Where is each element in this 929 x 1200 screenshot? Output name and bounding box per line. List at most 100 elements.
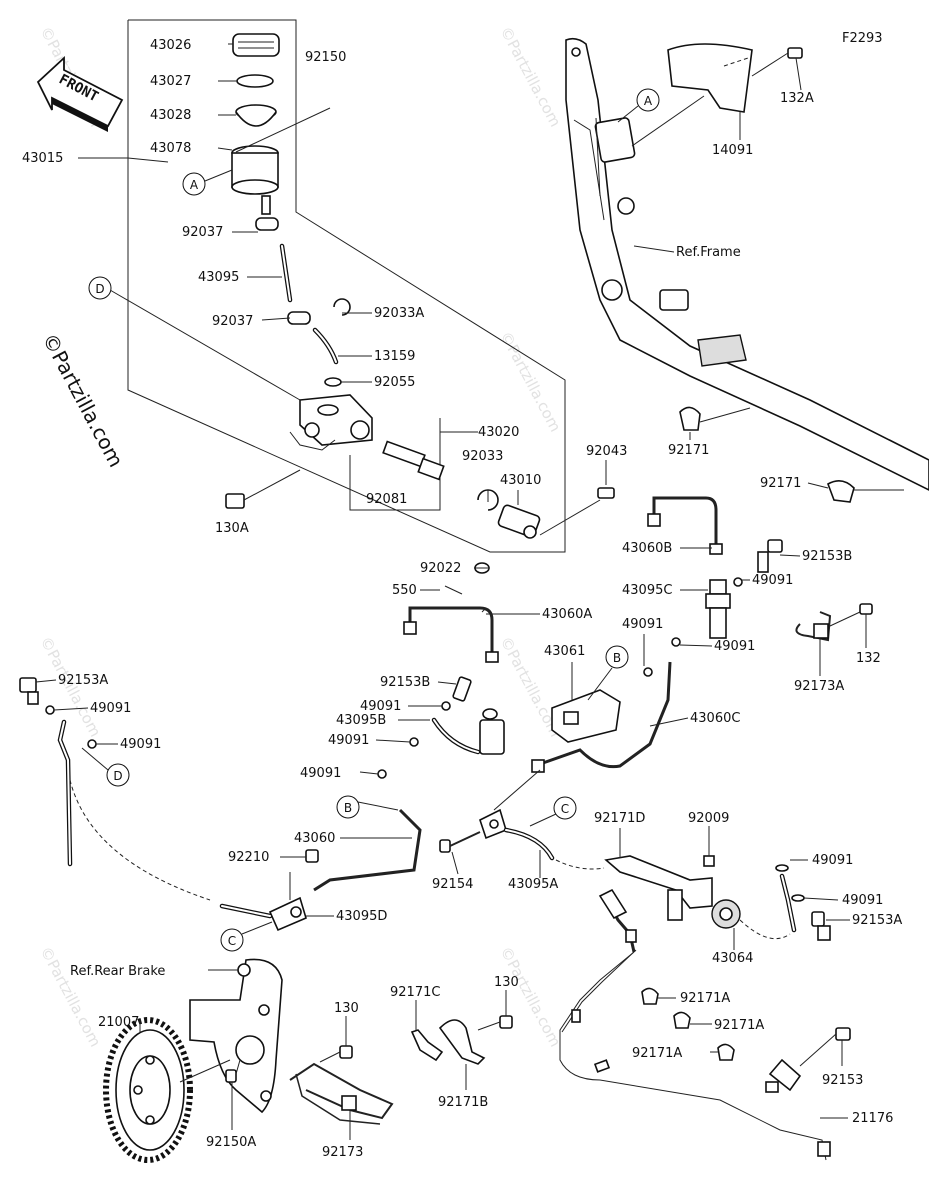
label-43020: 43020 bbox=[478, 425, 519, 440]
label-550: 550 bbox=[392, 583, 417, 598]
label-43061: 43061 bbox=[544, 644, 585, 659]
watermark: ©Partzilla.com bbox=[496, 328, 564, 434]
label-43060B: 43060B bbox=[622, 541, 672, 556]
washer-49091-r3 bbox=[643, 667, 653, 677]
label-ref-frame: Ref.Frame bbox=[676, 245, 741, 260]
label-132: 132 bbox=[856, 651, 881, 666]
guard-14091 bbox=[667, 43, 753, 113]
hose-right-sensor bbox=[775, 864, 831, 941]
oring-92055 bbox=[324, 377, 342, 387]
label-92171A-3: 92171A bbox=[632, 1046, 682, 1061]
label-43027: 43027 bbox=[150, 74, 191, 89]
hose-43095A bbox=[503, 827, 555, 861]
label-92171A-2: 92171A bbox=[714, 1018, 764, 1033]
label-ref-rear-brake: Ref.Rear Brake bbox=[70, 964, 165, 979]
label-92037-lower: 92037 bbox=[212, 314, 253, 329]
label-43095A: 43095A bbox=[508, 877, 558, 892]
label-43015: 43015 bbox=[22, 151, 63, 166]
watermark-group: ©Partzilla.com ©Partzilla.com ©Partzilla… bbox=[36, 23, 564, 1049]
pipe-43060A bbox=[408, 606, 494, 656]
connector-13159 bbox=[312, 327, 339, 365]
fitting-43095C bbox=[705, 579, 731, 639]
assembly-43015-outline bbox=[127, 19, 566, 553]
label-43010: 43010 bbox=[500, 473, 541, 488]
label-92033: 92033 bbox=[462, 449, 503, 464]
svg-text:C: C bbox=[561, 802, 569, 816]
bolt-92210 bbox=[280, 849, 319, 863]
bolt-132A bbox=[751, 47, 803, 77]
bolt-132 bbox=[829, 603, 873, 648]
label-43095D: 43095D bbox=[336, 909, 387, 924]
clamp-92171-b bbox=[827, 480, 904, 503]
watermark: ©Partzilla.com bbox=[496, 943, 564, 1049]
label-92210: 92210 bbox=[228, 850, 269, 865]
master-cylinder-body bbox=[289, 394, 373, 451]
partzilla-side-mark: ©Partzilla.com bbox=[38, 329, 129, 471]
label-43078: 43078 bbox=[150, 141, 191, 156]
bracket-43061 bbox=[551, 689, 621, 743]
label-130-left: 130 bbox=[334, 1001, 359, 1016]
label-13159: 13159 bbox=[374, 349, 415, 364]
clamp-92171-a bbox=[679, 406, 751, 431]
bolt-92153A-left bbox=[19, 677, 39, 705]
label-130-right: 130 bbox=[494, 975, 519, 990]
diaphragm-43028 bbox=[235, 104, 277, 127]
ref-circle-c-mid: C bbox=[529, 796, 577, 827]
washer-49091-b bbox=[409, 737, 419, 747]
clevis-43010 bbox=[497, 504, 541, 539]
label-21176: 21176 bbox=[852, 1111, 893, 1126]
label-92171-a: 92171 bbox=[668, 443, 709, 458]
label-43064: 43064 bbox=[712, 951, 753, 966]
clamp-92173 bbox=[289, 1062, 394, 1140]
svg-text:B: B bbox=[344, 801, 352, 815]
svg-text:A: A bbox=[644, 94, 653, 108]
cotter-pin-550 bbox=[444, 585, 463, 595]
bracket-92171D bbox=[604, 828, 713, 921]
label-49091-a: 49091 bbox=[360, 699, 401, 714]
label-49091-r1: 49091 bbox=[752, 573, 793, 588]
label-92081: 92081 bbox=[366, 492, 407, 507]
leaders-right-hose bbox=[643, 547, 801, 666]
label-49091-c: 49091 bbox=[300, 766, 341, 781]
label-92043: 92043 bbox=[586, 444, 627, 459]
label-43095: 43095 bbox=[198, 270, 239, 285]
speed-sensor-92153 bbox=[765, 1027, 851, 1093]
label-92171C: 92171C bbox=[390, 985, 440, 1000]
bolt-130-right bbox=[477, 990, 513, 1031]
label-92153: 92153 bbox=[822, 1073, 863, 1088]
label-92171D: 92171D bbox=[594, 811, 645, 826]
label-43060: 43060 bbox=[294, 831, 335, 846]
ref-circle-d-left: D bbox=[81, 747, 130, 787]
label-49091-r5: 49091 bbox=[842, 893, 883, 908]
label-49091-l2: 49091 bbox=[120, 737, 161, 752]
push-rod-92081 bbox=[382, 440, 445, 481]
label-92150A: 92150A bbox=[206, 1135, 256, 1150]
washer-49091-l1 bbox=[45, 705, 55, 715]
svg-text:B: B bbox=[613, 651, 621, 665]
label-43095C: 43095C bbox=[622, 583, 672, 598]
watermark: ©Partzilla.com bbox=[496, 23, 564, 129]
bolt-130-left bbox=[319, 1016, 353, 1063]
ref-circle-a-left: A bbox=[182, 169, 233, 196]
leaders-mid bbox=[359, 681, 457, 775]
label-92153B-right: 92153B bbox=[802, 549, 852, 564]
label-130A: 130A bbox=[215, 521, 249, 536]
label-49091-b: 49091 bbox=[328, 733, 369, 748]
label-49091-r2: 49091 bbox=[622, 617, 663, 632]
label-21007: 21007 bbox=[98, 1015, 139, 1030]
svg-text:D: D bbox=[95, 282, 104, 296]
label-92153A-left: 92153A bbox=[58, 673, 108, 688]
frame-section bbox=[565, 37, 929, 491]
label-14091: 14091 bbox=[712, 143, 753, 158]
diaphragm-plate-43027 bbox=[236, 74, 274, 88]
label-49091-r3: 49091 bbox=[714, 639, 755, 654]
clip-92171A-2 bbox=[673, 1011, 712, 1029]
clip-92171B bbox=[438, 1019, 486, 1090]
leader-lines-top-left bbox=[78, 43, 607, 591]
label-43026: 43026 bbox=[150, 38, 191, 53]
clip-92171A-3 bbox=[710, 1043, 735, 1061]
front-arrow: FRONT bbox=[36, 55, 124, 132]
label-43095B: 43095B bbox=[336, 713, 386, 728]
label-92009: 92009 bbox=[688, 811, 729, 826]
